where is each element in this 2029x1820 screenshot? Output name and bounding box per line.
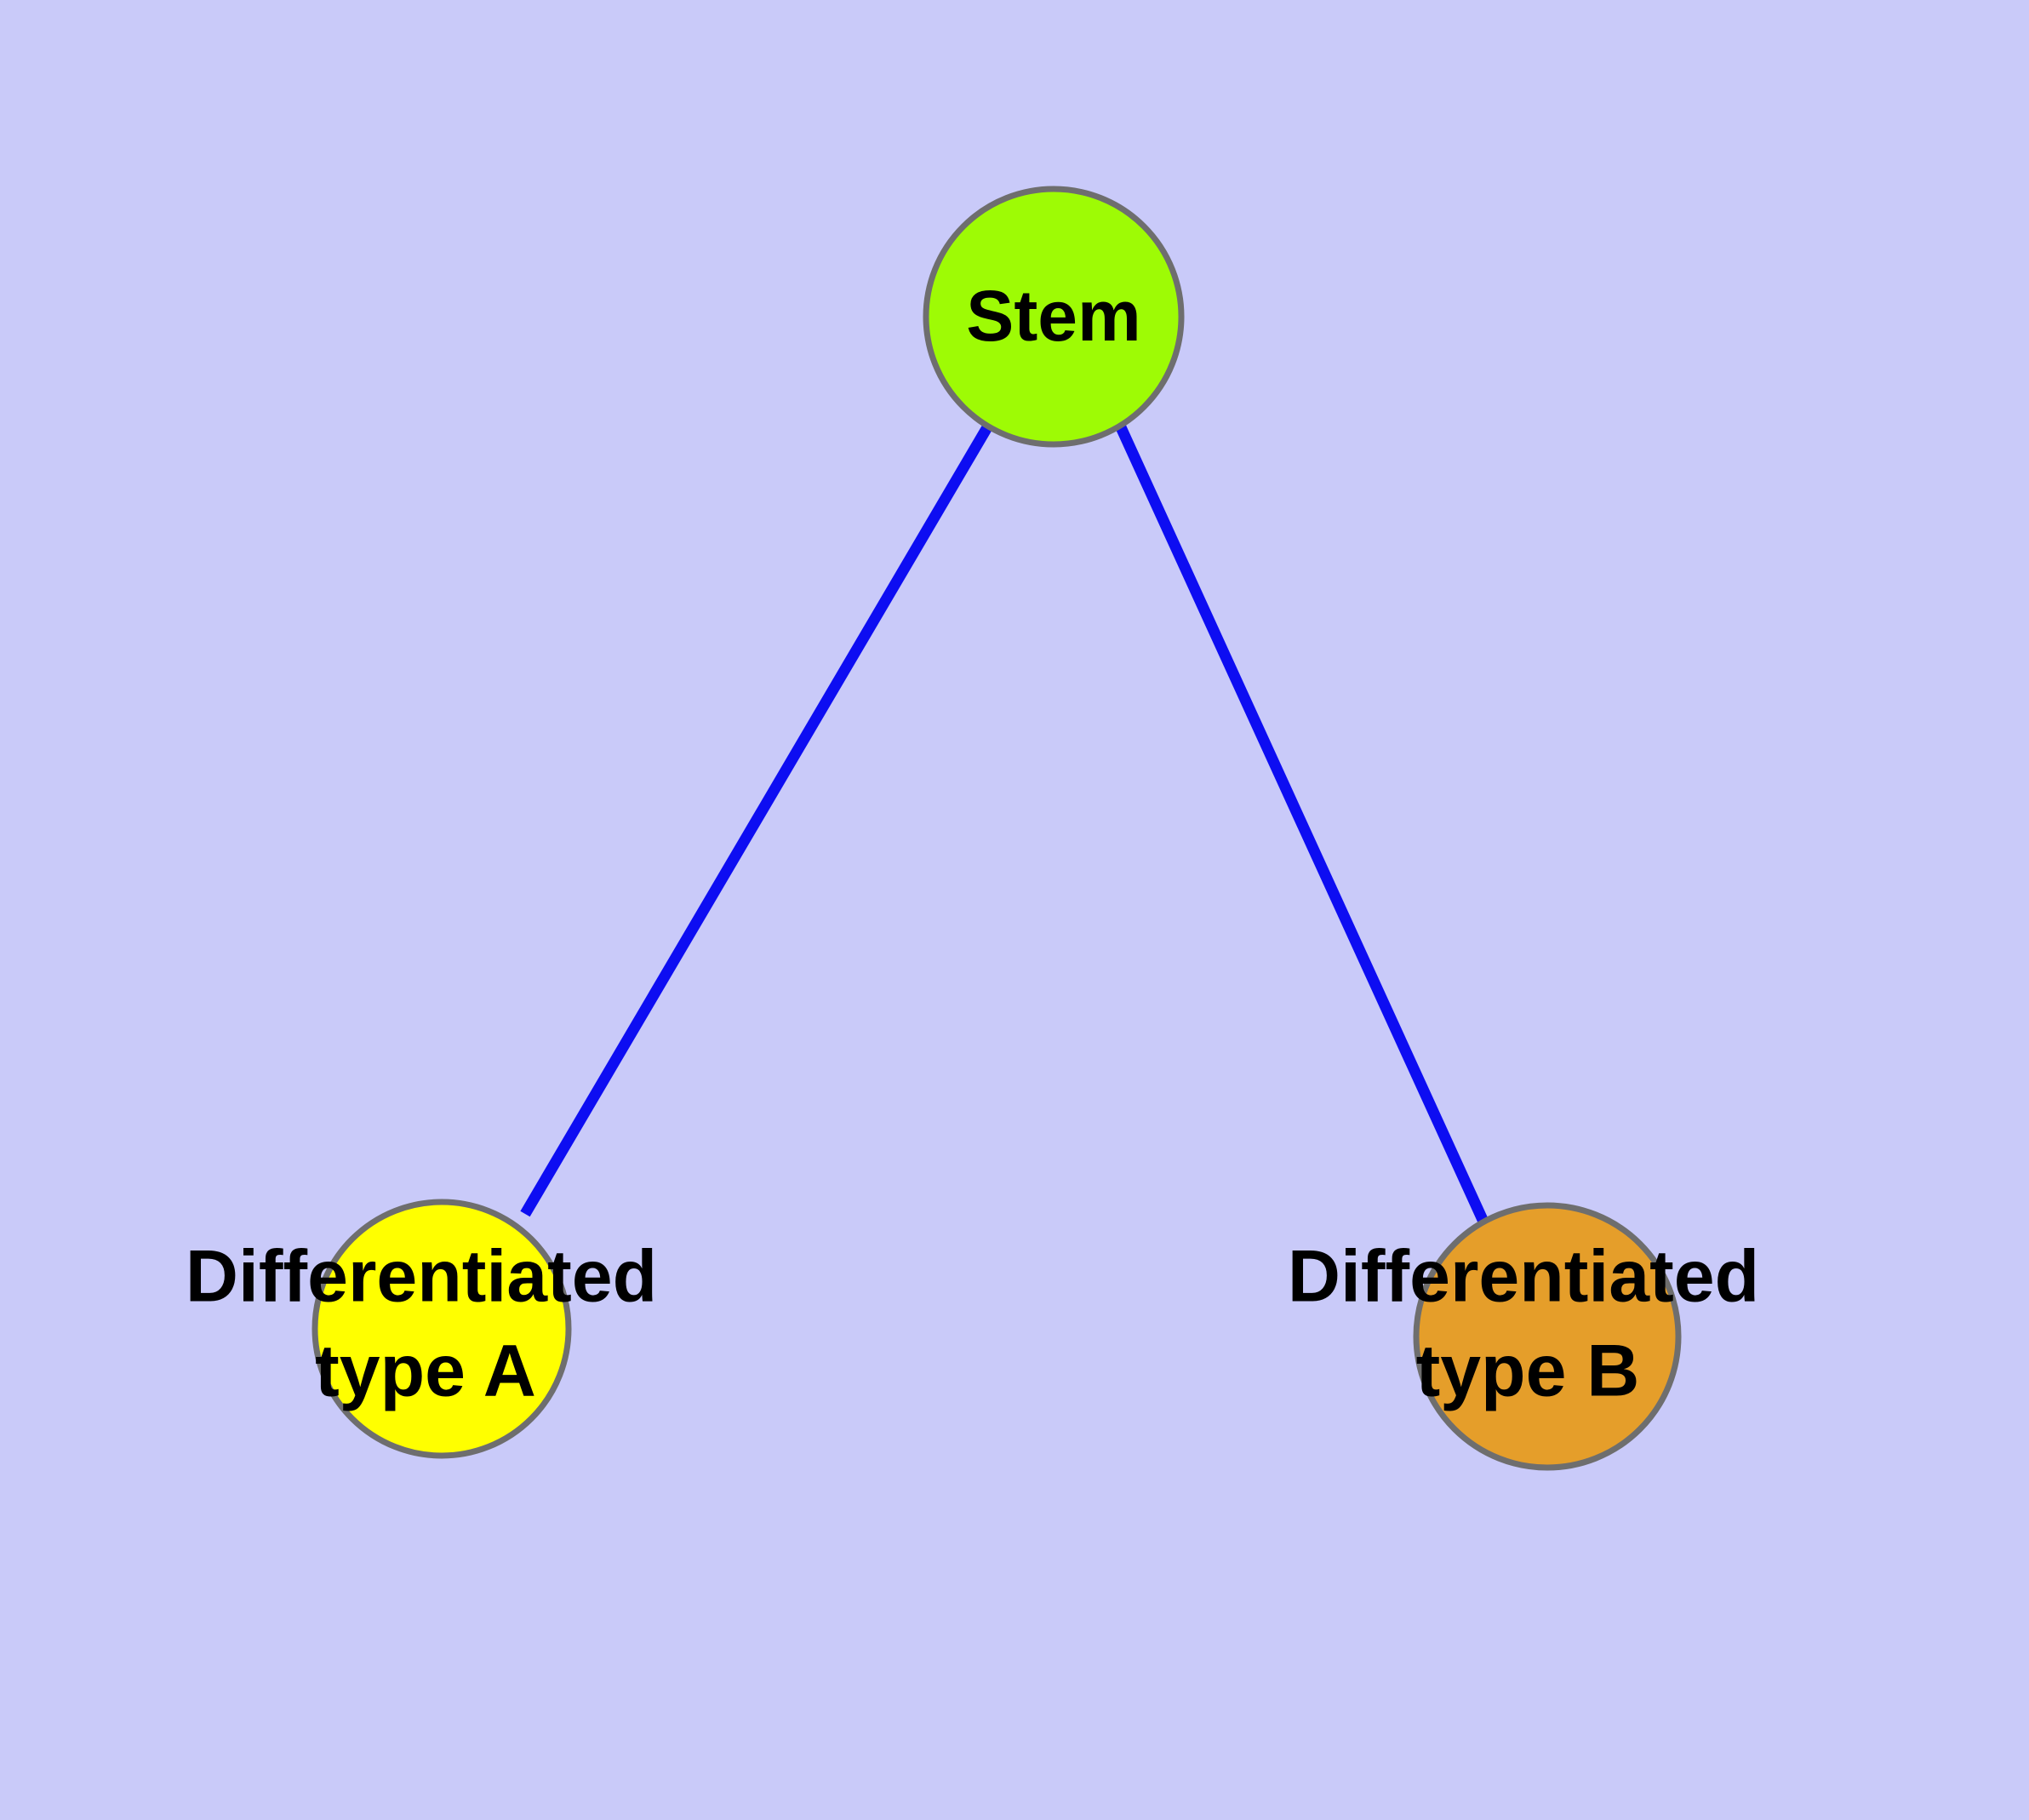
edge-group (520, 424, 1489, 1224)
node-group (311, 186, 1682, 1471)
edge-stem-to-type-a[interactable] (520, 424, 992, 1217)
node-type-a-label-line1: Differentiated (186, 1236, 657, 1318)
node-type-b-label-line2: type B (1416, 1331, 1640, 1412)
node-type-a-label-line2: type A (315, 1331, 536, 1412)
edge-stem-to-type-b[interactable] (1116, 425, 1489, 1224)
node-type-a-circle[interactable] (311, 1199, 572, 1459)
label-group: Stem Differentiated type A Differentiate… (186, 276, 1759, 1412)
node-stem-circle[interactable] (923, 186, 1185, 448)
node-type-b-label-line1: Differentiated (1288, 1236, 1759, 1318)
node-type-b-circle[interactable] (1413, 1202, 1682, 1471)
node-differentiated-type-b[interactable] (1413, 1202, 1682, 1471)
node-differentiated-type-a[interactable] (311, 1199, 572, 1459)
node-stem-label: Stem (966, 276, 1140, 356)
node-stem[interactable] (923, 186, 1185, 448)
